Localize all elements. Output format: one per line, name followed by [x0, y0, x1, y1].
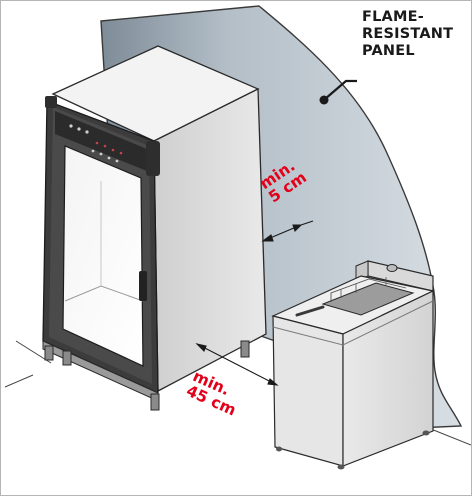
callout-line: PANEL	[362, 43, 415, 59]
oven-hinge-cap	[146, 141, 160, 176]
callout-line: FLAME-	[362, 9, 424, 25]
combi-oven	[42, 45, 267, 411]
callout-dot	[319, 95, 329, 105]
callout-leader-line	[324, 79, 357, 100]
clearance-side-arrow	[261, 220, 314, 242]
fryer-well	[321, 282, 415, 316]
oven-hinge-top	[45, 96, 57, 108]
oven-controls-leds	[95, 141, 123, 155]
fryer-basket-handle	[295, 305, 325, 317]
floor-line-left-2	[4, 374, 34, 388]
clearance-front-arrow	[195, 343, 279, 386]
oven-door-handle	[139, 271, 147, 301]
fryer-front	[272, 315, 344, 467]
fryer-side	[342, 290, 434, 467]
fryer-lip	[272, 300, 434, 346]
flame-resistant-panel-callout: FLAME- RESISTANT PANEL	[362, 9, 453, 60]
fryer-feet	[276, 430, 430, 470]
fryer-knob	[386, 264, 398, 272]
fryer	[271, 260, 435, 470]
oven-control-panel	[55, 111, 147, 171]
callout-line: RESISTANT	[362, 26, 454, 42]
oven-glass-door	[62, 145, 144, 367]
oven-legs	[44, 340, 250, 411]
oven-controls-buttons	[69, 124, 119, 163]
